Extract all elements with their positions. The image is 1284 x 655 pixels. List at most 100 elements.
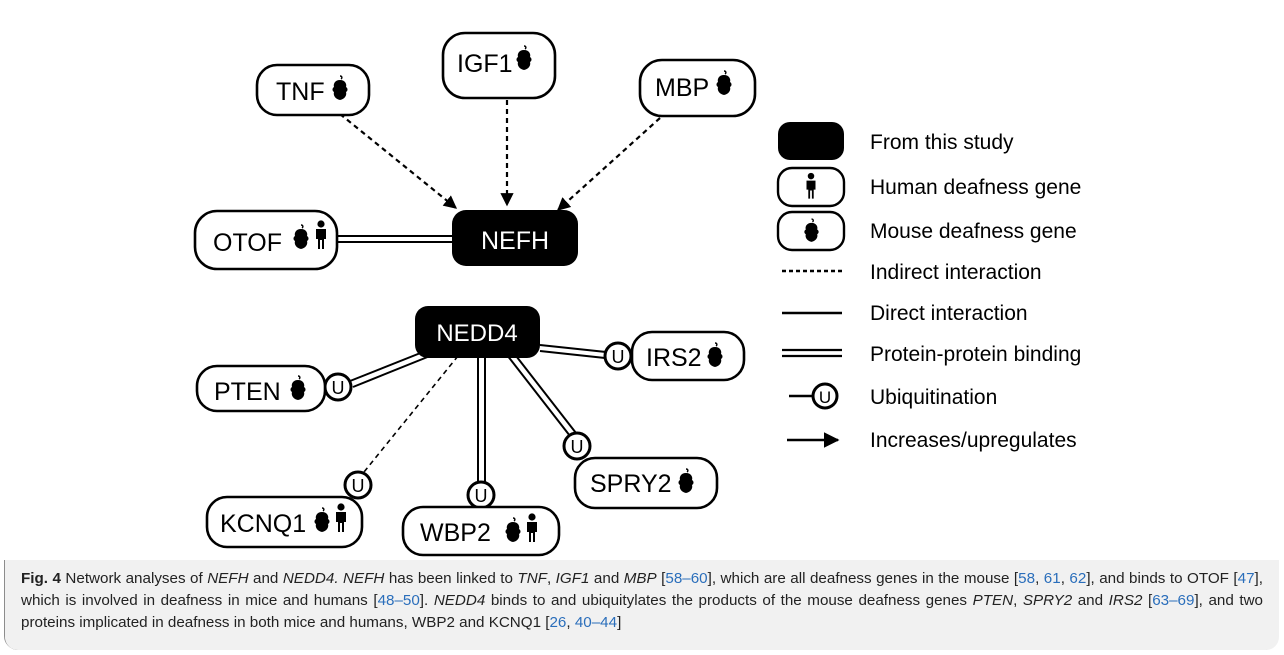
legend-label: Indirect interaction [870,261,1042,284]
reference-link[interactable]: 61 [1043,570,1061,587]
svg-text:U: U [352,476,365,496]
caption-text: ], which are all deafness genes in the m… [707,570,1019,587]
nodes: TNF IGF1 MBP OTOF NEFH NE [193,31,757,557]
gene-name: NEDD4 [433,592,486,609]
node-wbp2: WBP2 [401,505,561,557]
gene-name: NEFH [343,570,385,587]
gene-name: NEFH [207,570,249,587]
node-nedd4: NEDD4 [415,306,540,358]
reference-link[interactable]: 58 [1018,570,1036,587]
svg-text:U: U [332,378,345,398]
node-tnf: TNF [255,63,371,117]
edge-nedd4-spry2-a [506,354,571,437]
reference-link[interactable]: 47 [1237,570,1255,587]
legend-label: Increases/upregulates [870,429,1077,452]
node-label: NEDD4 [436,320,517,347]
reference-link[interactable]: 63–69 [1152,592,1195,609]
gene-name: NEDD4. [282,570,339,587]
node-label: TNF [276,78,325,106]
caption-text: , [1035,570,1044,587]
edges [337,100,661,482]
node-otof: OTOF [193,209,339,271]
caption-text: ]. [419,592,434,609]
caption-text: ], and binds to OTOF [ [1086,570,1238,587]
caption-text: [ [1142,592,1153,609]
ubiquitin-markers: U U U U U [323,341,633,510]
gene-name: MBP [623,570,657,587]
edge-tnf-nefh [339,113,458,209]
node-spry2: SPRY2 [573,456,719,510]
node-nefh: NEFH [452,210,578,266]
svg-text:U: U [612,347,625,367]
reference-link[interactable]: 26 [549,614,567,631]
caption-text: ] [617,614,622,631]
ubiquitin-spry2: U [562,431,592,461]
caption-text: [ [656,570,666,587]
caption-text: and [248,570,283,587]
legend: From this study Human deafness gene Mous… [776,122,1081,452]
node-pten: PTEN [195,364,327,413]
edge-nedd4-kcnq1 [363,355,459,473]
caption-text: and [1072,592,1109,609]
ubiquitin-wbp2: U [466,480,496,510]
node-igf1: IGF1 [441,31,557,100]
node-label: OTOF [213,229,282,257]
caption-panel: Fig. 4 Network analyses of NEFH and NEDD… [5,560,1279,650]
legend-human-symbol [776,166,846,208]
node-kcnq1: KCNQ1 [205,495,364,549]
reference-link[interactable]: 48–50 [377,592,420,609]
caption-text: , [1013,592,1023,609]
node-label: NEFH [481,227,549,255]
edge-nedd4-pten-b [352,355,431,388]
node-label: KCNQ1 [220,510,306,538]
reference-link[interactable]: 62 [1069,570,1087,587]
edge-nedd4-pten-a [349,349,429,382]
figure-panel: U U U U U TNF IGF1 [193,31,1082,557]
gene-name: SPRY2 [1022,592,1073,609]
caption-text: binds to and ubiquitylates the products … [485,592,973,609]
legend-label: Direct interaction [870,302,1028,325]
caption-text: , [546,570,556,587]
legend-label: Ubiquitination [870,386,997,409]
node-label: SPRY2 [590,470,672,498]
legend-ubiquitin-symbol: U [789,382,839,410]
gene-name: IRS2 [1108,592,1143,609]
node-label: IGF1 [457,50,513,78]
caption-text: Network analyses of [60,570,208,587]
caption-text: ], and two proteins implicated in deafne… [21,592,1263,631]
edge-nedd4-irs2-a [539,344,607,353]
caption-text: , [1060,570,1070,587]
node-label: MBP [655,74,709,102]
reference-link[interactable]: 58–60 [665,570,708,587]
legend-label: Protein-protein binding [870,343,1081,366]
svg-text:U: U [819,388,831,407]
ubiquitin-pten: U [323,372,353,402]
caption-text: has been linked to [384,570,518,587]
gene-name: TNF [517,570,547,587]
svg-text:U: U [475,486,488,506]
caption-text: and [589,570,624,587]
legend-label: Mouse deafness gene [870,220,1077,243]
figure-caption: Fig. 4 Network analyses of NEFH and NEDD… [21,568,1263,634]
svg-text:U: U [571,437,584,457]
node-mbp: MBP [638,58,757,118]
caption-text: ], which is involved in deafness in mice… [21,570,1263,609]
legend-study-symbol [778,122,844,160]
edge-nedd4-irs2-b [539,350,606,359]
edge-mbp-nefh [557,117,661,211]
edge-nedd4-spry2-b [512,351,577,434]
gene-name: PTEN [972,592,1014,609]
reference-link[interactable]: 40–44 [574,614,618,631]
ubiquitin-kcnq1: U [343,470,373,500]
node-irs2: IRS2 [630,330,746,382]
figure-label: Fig. 4 [21,570,61,587]
legend-label: Human deafness gene [870,176,1081,199]
gene-name: IGF1 [555,570,590,587]
network-diagram: U U U U U TNF IGF1 [193,31,1081,557]
caption-text: , [566,614,575,631]
ubiquitin-irs2: U [603,341,633,371]
legend-mouse-symbol [776,210,846,252]
node-label: PTEN [214,378,281,406]
node-label: WBP2 [420,519,491,547]
node-label: IRS2 [646,344,702,372]
